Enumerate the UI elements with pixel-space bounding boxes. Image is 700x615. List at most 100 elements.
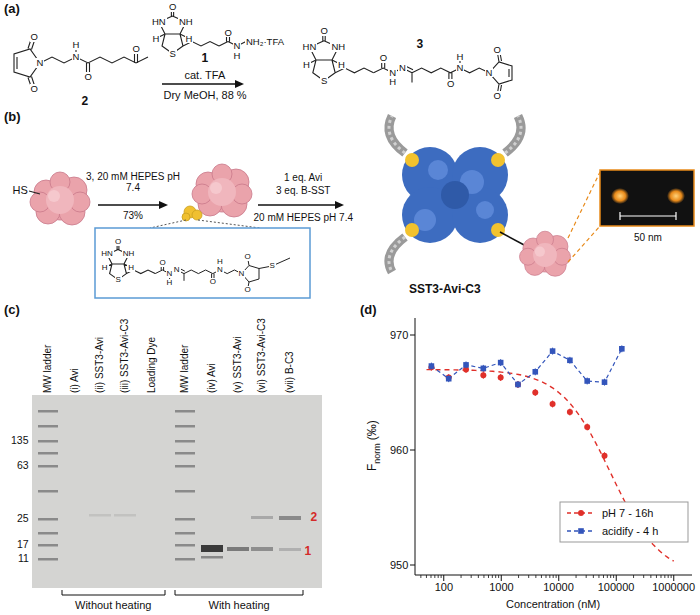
compound-3	[306, 33, 512, 96]
avidin-tetramer	[491, 223, 505, 237]
avidin-tetramer	[491, 153, 505, 167]
binding-curve	[550, 348, 556, 354]
gel	[38, 425, 58, 428]
binding-curve	[480, 372, 486, 378]
legend-sample	[566, 525, 596, 537]
plot-axes	[420, 575, 421, 578]
gel	[175, 440, 195, 443]
legend-text: pH 7 - 16h	[602, 507, 653, 520]
lane-group-bracket	[62, 590, 165, 595]
plot-axes	[607, 575, 608, 578]
plot-axes	[610, 575, 611, 578]
atom-label: H	[456, 52, 465, 62]
plot-axes	[656, 575, 657, 578]
avidin-tetramer	[441, 181, 469, 209]
gel	[38, 465, 58, 468]
sst-arms	[389, 116, 405, 153]
gel	[38, 410, 195, 561]
compound-number: 1	[202, 52, 209, 66]
atom-label: S	[320, 76, 328, 86]
plot-axes	[633, 575, 634, 578]
plot-axes	[441, 575, 442, 578]
reaction-arrow	[235, 80, 244, 88]
reaction-arrow	[98, 201, 168, 209]
plot-axes	[535, 575, 536, 578]
plot-axes	[410, 318, 692, 581]
plot-axes	[478, 575, 479, 578]
plot-axes	[613, 575, 614, 578]
binding-curve	[498, 375, 504, 381]
avidin-tetramer	[476, 201, 494, 219]
binding-curve	[532, 369, 538, 375]
plot-axes	[603, 575, 604, 578]
protein	[29, 172, 90, 225]
binding-curve	[481, 366, 487, 372]
atom-label: O	[493, 45, 502, 55]
plot-axes	[492, 575, 493, 578]
plot-axes	[553, 575, 554, 578]
lane-label: (vi) SST3-Avi-C3	[256, 318, 268, 393]
atom-label: H	[302, 60, 311, 70]
atom-label: HN	[100, 250, 114, 258]
band-label: 2	[311, 511, 318, 525]
tem-inset	[675, 212, 676, 220]
lane-label: (vii) B-C3	[284, 351, 296, 393]
linker-structure-box	[95, 228, 310, 298]
plot-axes	[556, 575, 557, 578]
atom-label: N	[238, 270, 246, 278]
labelled-protein	[192, 164, 252, 217]
axis-tick: 950	[390, 559, 408, 572]
atom-label: N	[388, 68, 397, 78]
atom-label: S	[269, 262, 276, 270]
atom-label: NH₂·TFA	[245, 37, 285, 47]
gel	[227, 547, 249, 551]
plot-axes	[598, 575, 599, 578]
sst-arms	[389, 116, 521, 272]
atom-label: H	[388, 77, 397, 87]
legend-row: acidify - 4 h	[566, 525, 658, 538]
plot-axes	[438, 575, 439, 578]
compound-1	[156, 9, 219, 54]
lane-group-bracket	[175, 590, 303, 595]
protein	[29, 191, 40, 194]
panel-label: (c)	[4, 303, 20, 318]
gel	[279, 516, 301, 520]
reaction-condition: 73%	[123, 210, 143, 222]
product-name: SST3-Avi-C3	[409, 283, 481, 297]
plot-axes	[483, 575, 484, 578]
reaction-arrow	[98, 204, 160, 205]
atom-label: NH	[330, 42, 346, 52]
gel	[32, 395, 322, 588]
gel	[114, 514, 136, 517]
gel	[32, 395, 322, 588]
plot-axes	[461, 575, 462, 578]
labelled-protein	[198, 220, 260, 228]
gel	[89, 514, 111, 517]
binding-curve	[550, 401, 556, 407]
plot-axes	[671, 575, 672, 578]
tem-inset	[568, 170, 694, 262]
legend-row: pH 7 - 16h	[566, 507, 653, 520]
tem-inset	[600, 170, 694, 226]
atom-label: N	[72, 52, 81, 62]
panel-label: (b)	[4, 110, 21, 125]
axis-title: (‰)	[365, 420, 379, 440]
mw-marker: 11	[18, 552, 29, 564]
atom-label: H	[185, 34, 194, 44]
plot-axes	[664, 575, 665, 578]
atom-label: O	[30, 84, 39, 94]
axis-tick: 1000	[489, 581, 513, 594]
plot-axes	[488, 575, 489, 578]
gel	[251, 516, 273, 519]
atom-label: H	[166, 279, 174, 287]
atom-label: O	[30, 32, 39, 42]
conjugated-protein	[500, 232, 526, 246]
atom-label: N	[456, 63, 465, 73]
gel	[175, 425, 195, 428]
axis-title: norm	[372, 443, 382, 464]
reaction-arrow	[162, 80, 244, 88]
axis-tick: 1000000	[652, 581, 695, 594]
plot-axes	[434, 575, 435, 578]
compound-number: 2	[82, 95, 89, 109]
